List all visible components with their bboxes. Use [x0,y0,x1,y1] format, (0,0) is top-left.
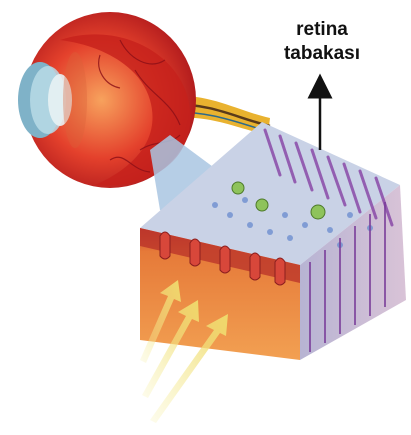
label-tabakasi: tabakası [262,42,382,66]
label-retina: retina [262,18,382,42]
